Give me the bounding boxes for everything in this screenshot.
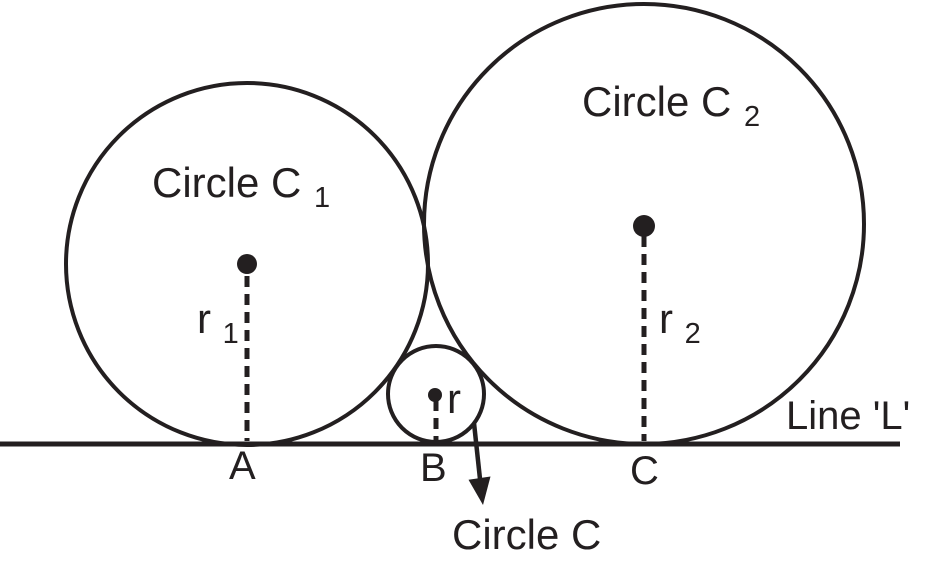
circle-c1-label-subscript: 1 xyxy=(314,182,330,214)
circle-c1-label: Circle C 1 xyxy=(152,159,330,214)
circle-c-small-outline xyxy=(386,344,486,444)
tangent-point-c-label: C xyxy=(630,449,659,493)
tangent-point-a-label: A xyxy=(229,444,256,488)
radius-r2-label: r 2 xyxy=(659,295,701,350)
circle-c1-center-dot xyxy=(237,254,257,274)
radius-r1-label-main: r xyxy=(197,295,211,342)
circle-c-pointer-arrowhead-icon xyxy=(468,476,491,505)
circle-c2-outline xyxy=(422,2,866,446)
radius-r1-label-subscript: 1 xyxy=(223,318,239,350)
circle-c2-label-subscript: 2 xyxy=(744,101,760,133)
line-l-label: Line 'L' xyxy=(786,394,910,438)
circle-c2-label: Circle C 2 xyxy=(582,78,760,133)
circle-c-small-center-dot xyxy=(428,388,442,402)
radius-r2-label-subscript: 2 xyxy=(685,318,701,350)
radius-r2-label-main: r xyxy=(659,295,673,342)
circle-c-pointer-arrow-shaft xyxy=(471,422,483,480)
radius-r1-label: r 1 xyxy=(197,295,239,350)
circle-c-small-caption: Circle C xyxy=(452,511,601,558)
circle-c2-label-main: Circle C xyxy=(582,78,731,125)
tangent-point-b-label: B xyxy=(420,446,447,490)
circle-c1-label-main: Circle C xyxy=(152,159,301,206)
radius-r-small-label: r xyxy=(447,375,461,422)
circle-c2-center-dot xyxy=(633,215,655,237)
